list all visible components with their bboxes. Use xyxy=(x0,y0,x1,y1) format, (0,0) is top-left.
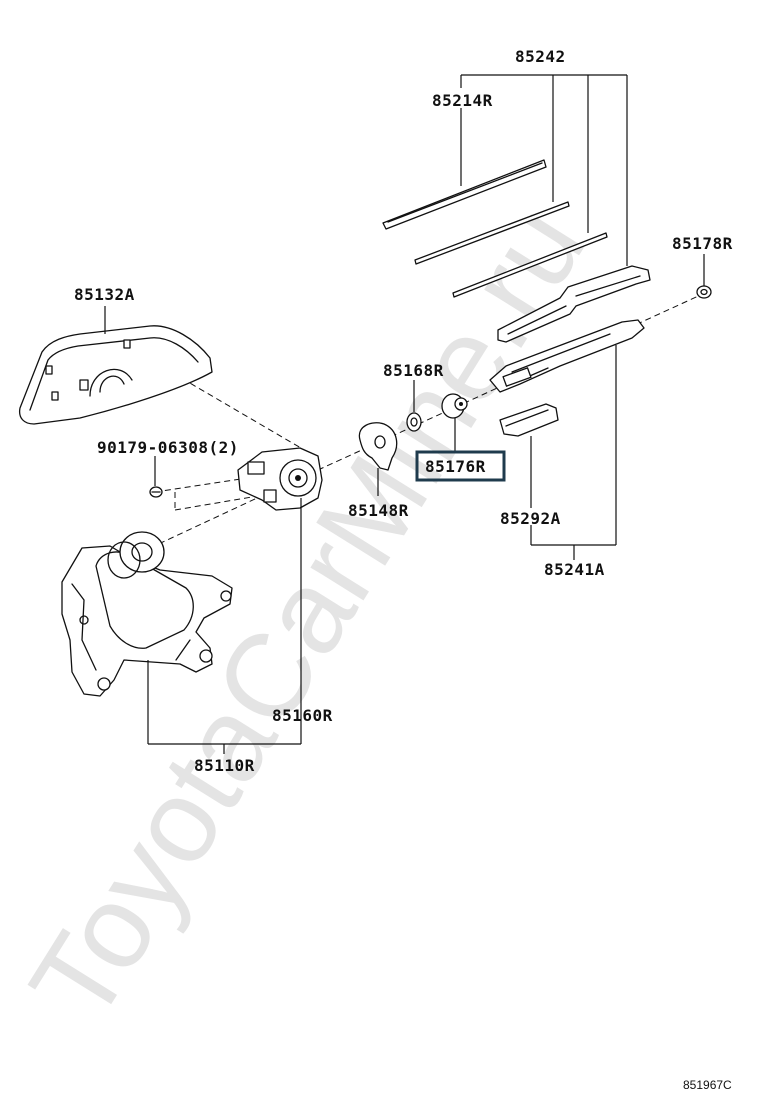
label-90179-06308[interactable]: 90179-06308(2) xyxy=(97,438,239,457)
diagram-code: 851967C xyxy=(683,1078,732,1092)
label-85242[interactable]: 85242 xyxy=(515,47,566,66)
label-85214r[interactable]: 85214R xyxy=(432,91,493,110)
wiper-blade-rubber[interactable] xyxy=(382,159,547,230)
label-85132a[interactable]: 85132A xyxy=(74,285,135,304)
label-85110r[interactable]: 85110R xyxy=(194,756,255,775)
label-85178r[interactable]: 85178R xyxy=(672,234,733,253)
label-85292a[interactable]: 85292A xyxy=(500,509,561,528)
label-85176r[interactable]: 85176R xyxy=(425,457,486,476)
pivot-assembly[interactable] xyxy=(237,447,323,511)
blade-strip-2[interactable] xyxy=(452,232,608,298)
wiper-arm-cap[interactable] xyxy=(696,285,712,299)
wiper-blade[interactable] xyxy=(497,265,651,343)
label-85168r[interactable]: 85168R xyxy=(383,361,444,380)
wiper-motor[interactable] xyxy=(61,531,233,697)
label-85241a[interactable]: 85241A xyxy=(544,560,605,579)
label-85160r[interactable]: 85160R xyxy=(272,706,333,725)
leader-lines xyxy=(104,74,705,754)
bolt[interactable] xyxy=(149,486,163,498)
wiper-arm[interactable] xyxy=(489,319,645,393)
wiper-arm-cover[interactable] xyxy=(499,403,559,437)
wiper-nut[interactable] xyxy=(441,393,468,419)
part-labels: 85242 85214R 85178R 85132A 85168R 90179-… xyxy=(74,47,733,775)
pivot-seal[interactable] xyxy=(358,422,398,471)
motor-cover[interactable] xyxy=(18,325,213,425)
washer[interactable] xyxy=(406,412,422,432)
blade-strip-1[interactable] xyxy=(414,201,570,265)
label-85148r[interactable]: 85148R xyxy=(348,501,409,520)
highlight-box xyxy=(415,450,506,482)
